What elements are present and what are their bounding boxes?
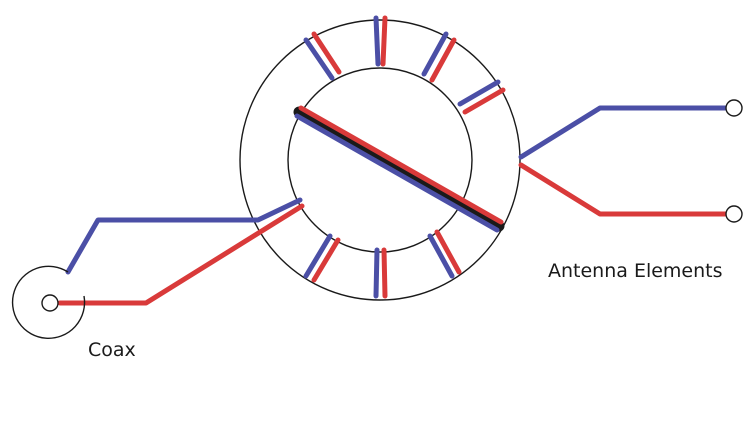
antenna-blue-wire — [518, 105, 729, 160]
antenna-elements-label: Antenna Elements — [548, 260, 723, 282]
winding-wire — [457, 79, 501, 107]
winding-wire — [427, 233, 455, 279]
coax-wires — [57, 197, 305, 306]
winding-wire — [434, 229, 462, 275]
winding-bottom-center — [373, 247, 388, 299]
antenna-wires — [518, 105, 729, 217]
winding-right-upper — [457, 79, 506, 115]
winding-top-right — [421, 31, 457, 83]
coax-center-pin — [41, 294, 59, 312]
antenna-red-wire — [518, 162, 729, 217]
winding-wire — [381, 247, 388, 299]
winding-wire — [380, 15, 388, 67]
crossing-wire-blue — [294, 113, 500, 233]
winding-wire — [429, 37, 457, 83]
coax-outer-ring — [11, 265, 86, 339]
winding-wire — [421, 31, 449, 77]
winding-wire — [462, 87, 506, 115]
crossing-wire-red — [298, 105, 504, 225]
winding-top-center — [373, 15, 388, 67]
coax-red-wire — [57, 203, 305, 306]
winding-wire — [303, 37, 335, 81]
center-crossing-pair — [293, 105, 505, 233]
winding-bottom-left — [303, 233, 341, 283]
winding-wire — [311, 237, 341, 283]
winding-wire — [373, 15, 381, 67]
crossing-wire-outline — [293, 106, 505, 232]
coax-label: Coax — [88, 339, 136, 361]
winding-bottom-right — [427, 229, 462, 279]
antenna-terminal-upper — [725, 99, 743, 117]
toroid-core — [239, 19, 521, 301]
coax-connector — [11, 265, 86, 339]
antenna-terminal-lower — [725, 205, 743, 223]
winding-wire — [311, 31, 342, 75]
winding-pairs — [303, 15, 506, 299]
winding-wire — [303, 233, 333, 279]
coax-blue-wire — [65, 197, 303, 275]
winding-wire — [373, 247, 380, 299]
toroid-outer-edge — [239, 19, 521, 301]
toroid-inner-edge — [287, 67, 473, 253]
winding-top-left — [303, 31, 342, 81]
antenna-terminals — [725, 99, 743, 223]
